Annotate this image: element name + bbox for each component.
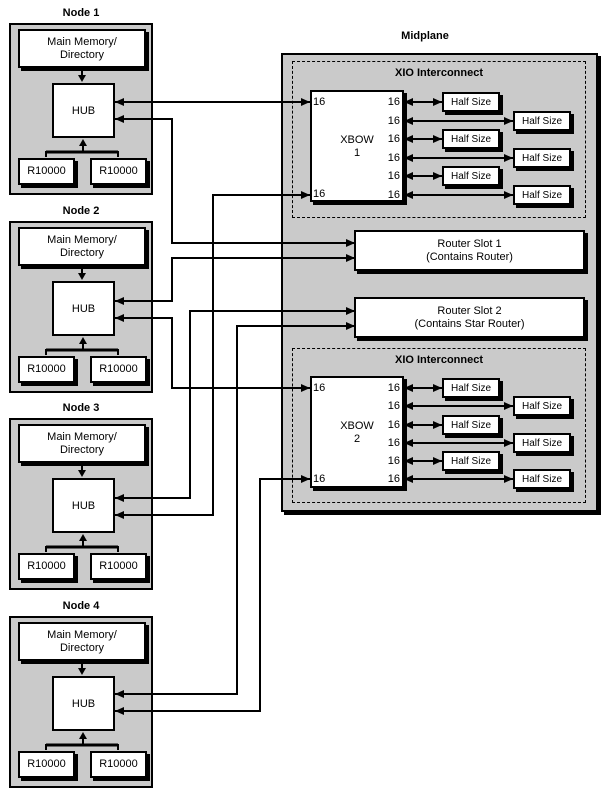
cpu-label: R10000 (99, 758, 138, 770)
memory-label-line1: Main Memory/ (47, 233, 117, 246)
xio-title: XIO Interconnect (394, 354, 484, 366)
xbow-port-label: 16 (387, 115, 400, 127)
memory-label-line2: Directory (59, 641, 104, 654)
xbow-port-label: 16 (387, 170, 400, 182)
half-size-card: Half Size (442, 92, 500, 112)
cpu-label: R10000 (27, 758, 66, 770)
cpu-box: R10000 (90, 553, 147, 580)
xbow-label-line2: 2 (353, 433, 361, 445)
node-title: Node 2 (62, 205, 100, 217)
xbow-port-label: 16 (387, 400, 400, 412)
half-size-label: Half Size (521, 400, 562, 412)
cpu-label: R10000 (99, 560, 138, 572)
xbow-port-label: 16 (313, 473, 326, 485)
hub-box: HUB (52, 83, 115, 138)
cpu-label: R10000 (27, 560, 66, 572)
router-slot-label-line2: (Contains Router) (426, 250, 513, 263)
xbow-port-label: 16 (387, 152, 400, 164)
xbow-port-label: 16 (387, 96, 400, 108)
node-title: Node 3 (62, 402, 100, 414)
memory-label-line1: Main Memory/ (47, 430, 117, 443)
half-size-label: Half Size (450, 170, 491, 182)
router-slot-1: Router Slot 1 (Contains Router) (354, 230, 585, 271)
half-size-card: Half Size (513, 185, 571, 205)
hub-label: HUB (71, 697, 96, 710)
half-size-card: Half Size (513, 469, 571, 489)
cpu-box: R10000 (90, 751, 147, 778)
half-size-card: Half Size (442, 166, 500, 186)
memory-label-line2: Directory (59, 443, 104, 456)
hub-label: HUB (71, 499, 96, 512)
router-slot-label-line1: Router Slot 1 (437, 237, 502, 250)
half-size-card: Half Size (513, 433, 571, 453)
xbow-port-label: 16 (387, 473, 400, 485)
memory-label-line2: Directory (59, 246, 104, 259)
node-title: Node 1 (62, 7, 100, 19)
xio-title: XIO Interconnect (394, 67, 484, 79)
cpu-box: R10000 (18, 751, 75, 778)
cpu-box: R10000 (90, 356, 147, 383)
hub-box: HUB (52, 281, 115, 336)
memory-box: Main Memory/ Directory (18, 29, 146, 68)
hub-box: HUB (52, 478, 115, 533)
half-size-card: Half Size (442, 415, 500, 435)
router-slot-label-line2: (Contains Star Router) (414, 317, 525, 330)
half-size-card: Half Size (513, 111, 571, 131)
cpu-box: R10000 (18, 158, 75, 185)
cpu-label: R10000 (27, 165, 66, 177)
cpu-label: R10000 (99, 363, 138, 375)
xbow-port-label: 16 (387, 419, 400, 431)
cpu-box: R10000 (90, 158, 147, 185)
half-size-card: Half Size (442, 451, 500, 471)
half-size-card: Half Size (513, 148, 571, 168)
half-size-label: Half Size (450, 455, 491, 467)
memory-box: Main Memory/ Directory (18, 622, 146, 661)
xbow-port-label: 16 (313, 188, 326, 200)
xbow-port-label: 16 (387, 133, 400, 145)
memory-box: Main Memory/ Directory (18, 424, 146, 463)
cpu-label: R10000 (99, 165, 138, 177)
half-size-label: Half Size (450, 419, 491, 431)
half-size-label: Half Size (521, 189, 562, 201)
xbow-port-label: 16 (387, 189, 400, 201)
half-size-card: Half Size (442, 378, 500, 398)
memory-label-line1: Main Memory/ (47, 628, 117, 641)
cpu-box: R10000 (18, 356, 75, 383)
hub-label: HUB (71, 302, 96, 315)
xbow-port-label: 16 (313, 96, 326, 108)
half-size-card: Half Size (513, 396, 571, 416)
memory-label-line1: Main Memory/ (47, 35, 117, 48)
half-size-card: Half Size (442, 129, 500, 149)
hub-label: HUB (71, 104, 96, 117)
cpu-box: R10000 (18, 553, 75, 580)
half-size-label: Half Size (521, 152, 562, 164)
memory-label-line2: Directory (59, 48, 104, 61)
router-slot-2: Router Slot 2 (Contains Star Router) (354, 297, 585, 338)
midplane-title: Midplane (401, 30, 449, 42)
hub-box: HUB (52, 676, 115, 731)
half-size-label: Half Size (450, 133, 491, 145)
half-size-label: Half Size (450, 96, 491, 108)
router-slot-label-line1: Router Slot 2 (437, 304, 502, 317)
cpu-label: R10000 (27, 363, 66, 375)
half-size-label: Half Size (521, 437, 562, 449)
xbow-port-label: 16 (387, 455, 400, 467)
memory-box: Main Memory/ Directory (18, 227, 146, 266)
half-size-label: Half Size (521, 115, 562, 127)
half-size-label: Half Size (521, 473, 562, 485)
xbow-port-label: 16 (313, 382, 326, 394)
half-size-label: Half Size (450, 382, 491, 394)
xbow-label-line2: 1 (353, 147, 361, 159)
node-title: Node 4 (62, 600, 100, 612)
xbow-port-label: 16 (387, 437, 400, 449)
xbow-port-label: 16 (387, 382, 400, 394)
